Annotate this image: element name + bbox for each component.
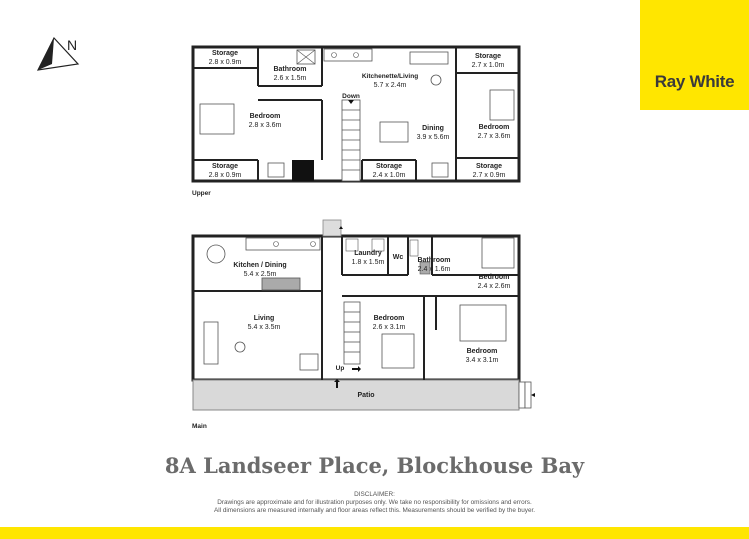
main-floor-label: Main (192, 423, 207, 430)
upper-stairs (341, 99, 361, 182)
ray-white-logo: Ray White (640, 0, 749, 110)
bottom-brand-bar (0, 527, 749, 539)
main-floor (191, 219, 535, 411)
main-stairs (343, 301, 361, 365)
upper-floor-label: Upper (192, 190, 211, 197)
upper-stair-down-label: Down (342, 93, 360, 100)
property-address: 8A Landseer Place, Blockhouse Bay (164, 453, 585, 478)
disclaimer: DISCLAIMER: Drawings are approximate and… (0, 491, 749, 514)
disclaimer-line-1: Drawings are approximate and for illustr… (217, 498, 532, 506)
north-arrow-icon: N (36, 36, 80, 71)
main-stair-up-label: Up (335, 365, 345, 372)
main-patio-label: Patio (357, 392, 375, 399)
north-label: N (67, 37, 77, 53)
disclaimer-line-2: All dimensions are measured internally a… (213, 506, 536, 514)
logo-text: Ray White (654, 72, 735, 91)
main-wc-label: Wc (392, 254, 404, 261)
upper-floor (191, 45, 521, 183)
disclaimer-title: DISCLAIMER: (354, 491, 395, 498)
